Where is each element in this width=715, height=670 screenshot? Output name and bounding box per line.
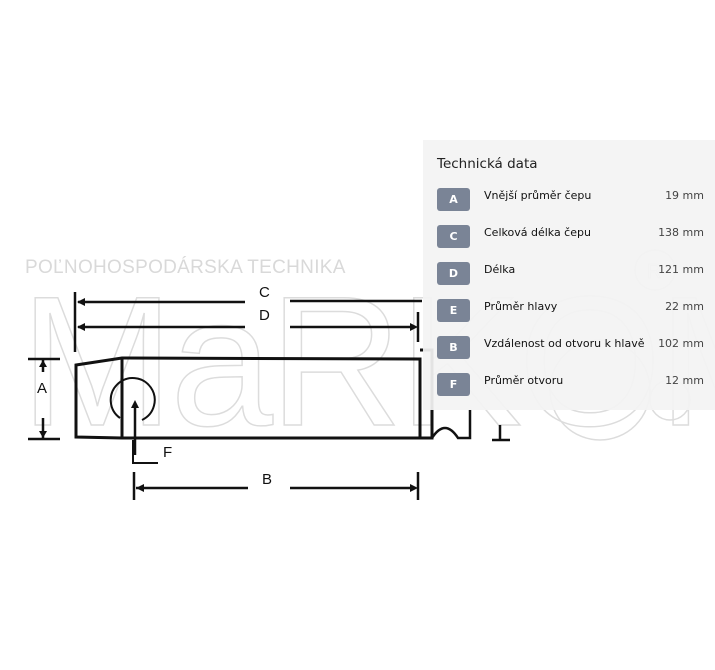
spec-value: 102 mm xyxy=(658,336,704,350)
spec-label: Délka xyxy=(484,262,516,276)
spec-key-badge: F xyxy=(437,372,470,396)
spec-label: Vnější průměr čepu xyxy=(484,188,592,202)
spec-value: 19 mm xyxy=(665,188,704,202)
spec-row: F Průměr otvoru 12 mm xyxy=(437,372,704,396)
panel-title: Technická data xyxy=(437,156,538,172)
spec-key-badge: E xyxy=(437,298,470,322)
spec-row: E Průměr hlavy 22 mm xyxy=(437,298,704,322)
spec-key-badge: C xyxy=(437,224,470,248)
spec-key-badge: D xyxy=(437,261,470,285)
spec-row: A Vnější průměr čepu 19 mm xyxy=(437,187,704,211)
spec-value: 22 mm xyxy=(665,299,704,313)
dim-label-a: A xyxy=(37,380,47,397)
dim-label-b: B xyxy=(262,471,272,488)
spec-value: 138 mm xyxy=(658,225,704,239)
spec-label: Průměr hlavy xyxy=(484,299,558,313)
dim-label-d: D xyxy=(259,307,270,324)
spec-row: B Vzdálenost od otvoru k hlavě 102 mm xyxy=(437,335,704,359)
technical-data-panel: Technická data A Vnější průměr čepu 19 m… xyxy=(423,140,715,410)
watermark-subtitle: POĽNOHOSPODÁRSKA TECHNIKA xyxy=(25,257,346,278)
spec-value: 121 mm xyxy=(658,262,704,276)
spec-key-badge: B xyxy=(437,335,470,359)
spec-value: 12 mm xyxy=(665,373,704,387)
spec-label: Průměr otvoru xyxy=(484,373,564,387)
dim-label-c: C xyxy=(259,284,270,301)
dim-label-f: F xyxy=(163,444,172,461)
spec-row: D Délka 121 mm xyxy=(437,261,704,285)
spec-key-badge: A xyxy=(437,187,470,211)
spec-label: Celková délka čepu xyxy=(484,225,591,239)
spec-row: C Celková délka čepu 138 mm xyxy=(437,224,704,248)
dimension-lines xyxy=(28,292,510,500)
spec-label: Vzdálenost od otvoru k hlavě xyxy=(484,336,645,350)
